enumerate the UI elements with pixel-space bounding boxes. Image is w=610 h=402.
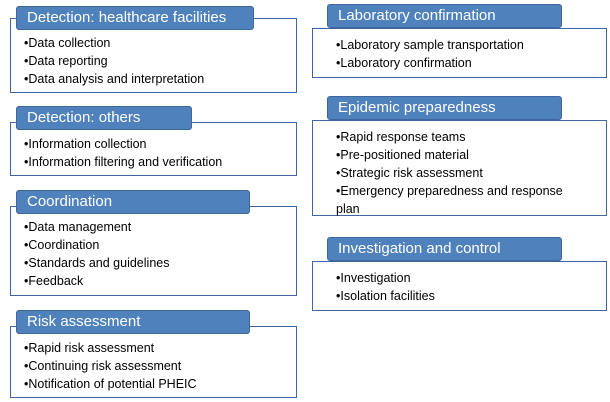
investigation-control-header: Investigation and control [327,237,562,261]
coordination-list: Data management Coordination Standards a… [24,218,292,290]
list-item: Laboratory sample transportation [336,36,602,54]
detection-others-header: Detection: others [16,106,192,130]
laboratory-confirmation-list: Laboratory sample transportation Laborat… [336,36,602,72]
list-item: Information filtering and verification [24,153,292,171]
list-item: Information collection [24,135,292,153]
list-item: Laboratory confirmation [336,54,602,72]
list-item: Data analysis and interpretation [24,70,292,88]
epidemic-preparedness-header: Epidemic preparedness [327,96,562,120]
laboratory-confirmation-header: Laboratory confirmation [327,4,562,28]
list-item: Rapid risk assessment [24,339,292,357]
list-item: Pre-positioned material [336,146,586,164]
detection-healthcare-header: Detection: healthcare facilities [16,6,254,30]
detection-healthcare-list: Data collection Data reporting Data anal… [24,34,292,88]
list-item: Coordination [24,236,292,254]
risk-assessment-header: Risk assessment [16,310,250,334]
investigation-control-list: Investigation Isolation facilities [336,269,602,305]
list-item: Isolation facilities [336,287,602,305]
list-item: Rapid response teams [336,128,586,146]
list-item: Continuing risk assessment [24,357,292,375]
list-item: Data collection [24,34,292,52]
list-item: Emergency preparedness and response plan [336,182,586,218]
detection-others-list: Information collection Information filte… [24,135,292,171]
list-item: Data management [24,218,292,236]
coordination-header: Coordination [16,190,250,214]
epidemic-preparedness-list: Rapid response teams Pre-positioned mate… [336,128,586,218]
list-item: Standards and guidelines [24,254,292,272]
list-item: Notification of potential PHEIC [24,375,292,393]
risk-assessment-list: Rapid risk assessment Continuing risk as… [24,339,292,393]
list-item: Strategic risk assessment [336,164,586,182]
list-item: Feedback [24,272,292,290]
list-item: Data reporting [24,52,292,70]
list-item: Investigation [336,269,602,287]
